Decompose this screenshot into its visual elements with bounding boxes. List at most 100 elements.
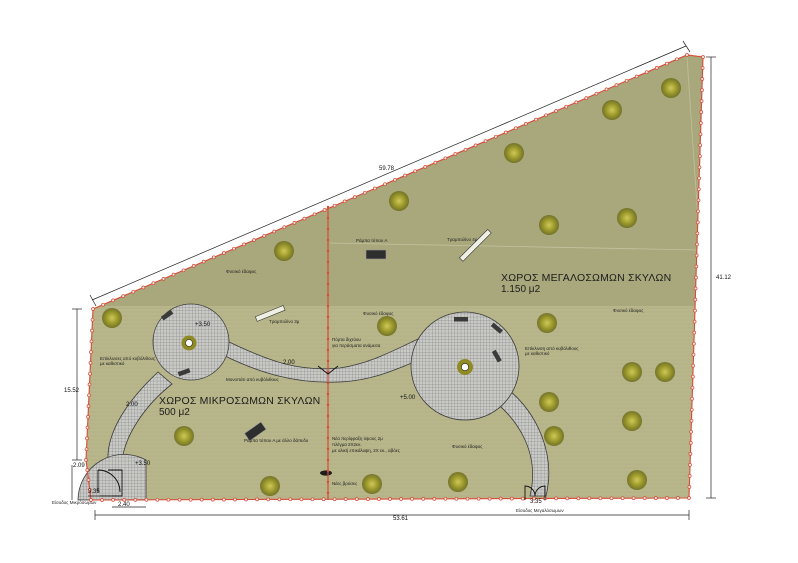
fence-post — [695, 242, 699, 247]
gate-middle — [317, 365, 339, 375]
level-circle-small: +3.50 — [195, 322, 211, 328]
fence-post — [191, 264, 196, 268]
tree — [377, 316, 397, 336]
fence-post — [453, 152, 458, 156]
fence-post — [88, 371, 92, 376]
tree — [362, 474, 382, 494]
fence-post — [310, 497, 315, 502]
fence-post — [343, 497, 348, 501]
fence-post — [624, 78, 629, 83]
fence-post — [689, 407, 694, 412]
entrance-gates — [97, 365, 546, 500]
fence-post — [244, 497, 248, 502]
small-dogs-area: 500 μ2 — [159, 407, 190, 418]
fence-post — [393, 177, 397, 182]
ramp-a-top — [365, 249, 387, 260]
fence-post — [691, 352, 696, 357]
fence-post — [685, 53, 689, 57]
dim-bottom-edge: 53.61 — [393, 516, 409, 522]
furniture — [160, 229, 503, 476]
tree — [260, 476, 280, 496]
fence-post — [443, 156, 448, 161]
fence-post — [354, 497, 359, 501]
tree — [448, 472, 468, 492]
fence-post — [181, 268, 186, 273]
fence-post — [454, 496, 459, 501]
fence-post — [255, 497, 259, 502]
fence-post — [171, 272, 176, 277]
fence-post — [699, 99, 704, 103]
fence-post — [690, 396, 694, 401]
fence-post — [421, 497, 426, 501]
fence-post — [695, 220, 700, 225]
gate-large — [524, 485, 546, 500]
fence-post — [399, 497, 403, 501]
fence-post — [101, 302, 105, 307]
label-bench-large: Επίκλινση από κυβόλιθους με καθιστικό — [525, 346, 579, 357]
fence-post — [155, 497, 160, 502]
tree — [661, 78, 681, 98]
fence-post — [86, 404, 91, 408]
fence-post — [565, 496, 570, 501]
fence-post — [388, 497, 392, 501]
fence-post — [377, 497, 381, 501]
fence-posts — [84, 53, 705, 502]
fence-post — [675, 57, 679, 62]
fence-post — [111, 498, 115, 502]
fence-post — [574, 100, 579, 105]
fence-post — [288, 497, 293, 502]
fence-post — [89, 339, 94, 344]
fence-post — [688, 441, 693, 445]
fence-post — [691, 363, 696, 368]
fence-post — [151, 281, 156, 286]
fence-post — [692, 330, 697, 335]
fence-post — [689, 429, 693, 434]
label-natural-floor-2: Φυσικό έδαφος — [363, 311, 394, 316]
dim-path-width-mid: 2.00 — [283, 360, 295, 366]
fence-post — [699, 110, 704, 114]
fence-post — [487, 496, 492, 501]
fence-post — [100, 498, 104, 502]
label-entrance-small: Είσοδος Μικρόσωμων — [52, 500, 97, 505]
fence-post — [693, 286, 698, 291]
fence-post — [676, 496, 680, 500]
tree — [627, 470, 647, 490]
fence-post — [90, 317, 95, 322]
fence-post — [432, 497, 437, 501]
fence-post — [697, 176, 701, 181]
fence-post — [534, 117, 538, 122]
fence-post — [631, 496, 636, 501]
level-circle-large: +5.00 — [400, 395, 416, 401]
fence-post — [564, 104, 569, 109]
fence-post — [89, 498, 93, 502]
fence-post — [700, 88, 704, 92]
fence-post — [695, 231, 700, 236]
fence-post — [362, 190, 367, 195]
fence-post — [210, 497, 215, 502]
tree — [655, 362, 675, 382]
fence-post — [584, 96, 589, 100]
label-ramp-a-top: Ράμπα τύπου Α — [356, 238, 388, 243]
fence-post — [352, 195, 357, 199]
tree — [389, 191, 409, 211]
label-door-divider-2: για περάσματα ανάμεσα — [332, 343, 381, 348]
fence-post — [121, 294, 126, 298]
fence-post — [532, 496, 536, 501]
fence-post — [604, 87, 609, 92]
label-new-trees: Νέες βρύσες — [332, 481, 358, 486]
dim-entrance-small-w: 2.09 — [73, 463, 85, 469]
fence-post — [87, 393, 91, 398]
fence-post — [594, 91, 599, 96]
dim-entrance-small-d: 3.35 — [88, 489, 100, 495]
fence-post — [694, 264, 699, 269]
fence-post — [86, 415, 90, 419]
fence-divider — [327, 207, 329, 500]
fence-post — [433, 160, 438, 165]
fence-post — [266, 497, 271, 502]
fence-post — [262, 233, 267, 238]
fence-post — [188, 497, 193, 502]
fence-post — [332, 497, 337, 502]
fence-post — [692, 341, 696, 346]
tree — [539, 392, 559, 412]
tree — [174, 426, 194, 446]
